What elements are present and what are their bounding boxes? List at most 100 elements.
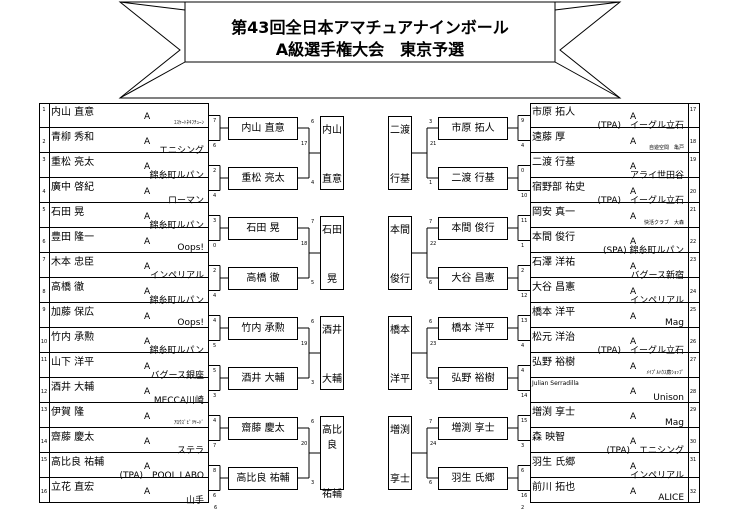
right-player-affiliation: ALICE (658, 493, 684, 503)
left-r2-winner-bottom: 祐輔 (322, 489, 342, 500)
left-seed-number: 14 (40, 439, 48, 445)
left-player-name: 内山 直意 (51, 107, 95, 118)
right-r2-winner-top: 本間 (390, 225, 410, 236)
left-player-affiliation: 錦糸町ルパン (149, 171, 204, 181)
left-r1-winner: 高橋 徹 (228, 267, 298, 290)
left-player-grade: A (144, 387, 151, 397)
left-player-grade: A (144, 212, 151, 222)
right-player-grade: A (630, 212, 637, 222)
right-player-grade: A (630, 487, 637, 497)
left-player-grade: A (144, 337, 151, 347)
right-player-affiliation: 快活クラブ 大森 (643, 220, 684, 226)
left-player-affiliation: Oops! (177, 243, 204, 253)
left-seed-number: 15 (40, 457, 48, 463)
right-seed-number: 25 (689, 307, 697, 313)
right-r2-match-number: 24 (430, 441, 437, 447)
right-r1-score: 16 (521, 492, 528, 499)
left-player-grade: A (144, 112, 151, 122)
right-seed-divider (688, 278, 689, 303)
left-player-grade: A (144, 162, 151, 172)
left-seed-divider (49, 128, 50, 153)
right-player-grade: A (630, 112, 637, 122)
right-r2-winner: 増渕享士 (388, 416, 412, 490)
right-r1-score: 13 (521, 317, 528, 324)
left-player-name: 廣中 啓紀 (51, 182, 95, 193)
right-r1-score: 2 (521, 267, 525, 274)
right-player-affiliation: アライ世田谷 (629, 171, 684, 181)
left-r2-score: 5 (311, 280, 315, 286)
right-seed-number: 26 (689, 339, 697, 345)
title-banner (118, 1, 622, 99)
left-player-grade: A (144, 137, 151, 147)
left-player-grade: A (144, 237, 151, 247)
left-seed-divider (49, 403, 50, 428)
left-r1-winner: 高比良 祐輔 (228, 467, 298, 490)
left-player-affiliation: MECCA川崎 (153, 396, 204, 406)
left-r2-score: 6 (311, 119, 315, 125)
right-seed-divider (688, 378, 689, 403)
left-r1-winner: 竹内 承勲 (228, 317, 298, 340)
left-r1-winner: 石田 晃 (228, 217, 298, 240)
left-player-affiliation: エニシング (158, 146, 204, 156)
left-player-grade: A (144, 312, 151, 322)
left-seed-number: 11 (40, 357, 48, 363)
left-r2-score: 7 (311, 219, 315, 225)
left-seed-number: 5 (42, 207, 46, 213)
right-r2-winner-top: 二渡 (390, 125, 410, 136)
left-player-grade: A (144, 412, 151, 422)
left-seed-divider (49, 478, 50, 503)
right-player-name: 遠藤 厚 (532, 132, 566, 143)
left-r1-score: 6 (213, 142, 217, 149)
right-r1-score: 4 (521, 342, 525, 349)
right-player-name: 岡安 真一 (532, 207, 576, 218)
left-r2-score: 3 (311, 380, 315, 386)
left-player-affiliation: Oops! (177, 318, 204, 328)
right-player-grade: A (630, 462, 637, 472)
right-seed-divider (688, 128, 689, 153)
left-player-name: 竹内 承勲 (51, 332, 95, 343)
right-r1-score: 6 (521, 467, 525, 474)
right-player-name: 増渕 享士 (532, 407, 576, 418)
left-r2-score: 4 (311, 180, 315, 186)
right-bottom-score: 2 (521, 505, 525, 511)
left-r1-score: 5 (213, 342, 217, 349)
left-r1-score: 4 (213, 317, 217, 324)
right-player-grade: A (630, 412, 637, 422)
right-r1-winner: 橋本 洋平 (438, 317, 508, 340)
right-r2-score: 1 (429, 180, 433, 186)
left-r2-score: 6 (311, 319, 315, 325)
right-player-affiliation: ﾒｲﾌﾟﾙﾊｳｽ蕨ｼｮｯﾌﾟ (646, 370, 684, 376)
left-r1-score: 3 (213, 392, 217, 399)
left-r2-score: 3 (311, 480, 315, 486)
left-r1-score: 0 (213, 242, 217, 249)
left-player-name: 木本 忠臣 (51, 257, 95, 268)
left-seed-number: 2 (42, 139, 46, 145)
right-player-affiliation: (SPA) 錦糸町ルパン (602, 246, 684, 256)
right-player-affiliation: (TPA) エニシング (606, 446, 684, 456)
left-seed-number: 6 (42, 239, 46, 245)
right-r1-winner: 羽生 氏郷 (438, 467, 508, 490)
left-player-affiliation: 錦糸町ルパン (149, 221, 204, 231)
right-player-grade: A (630, 162, 637, 172)
right-player-affiliation: (TPA) イーグル立石 (597, 346, 684, 356)
right-seed-divider (688, 353, 689, 378)
left-seed-divider (49, 328, 50, 353)
right-r1-winner: 大谷 昌憲 (438, 267, 508, 290)
right-r1-winner: 市原 拓人 (438, 117, 508, 140)
right-seed-number: 23 (689, 257, 697, 263)
left-seed-divider (49, 453, 50, 478)
right-r1-score: 4 (521, 367, 525, 374)
right-player-name: 森 映智 (532, 432, 566, 443)
right-r1-score: 0 (521, 167, 525, 174)
